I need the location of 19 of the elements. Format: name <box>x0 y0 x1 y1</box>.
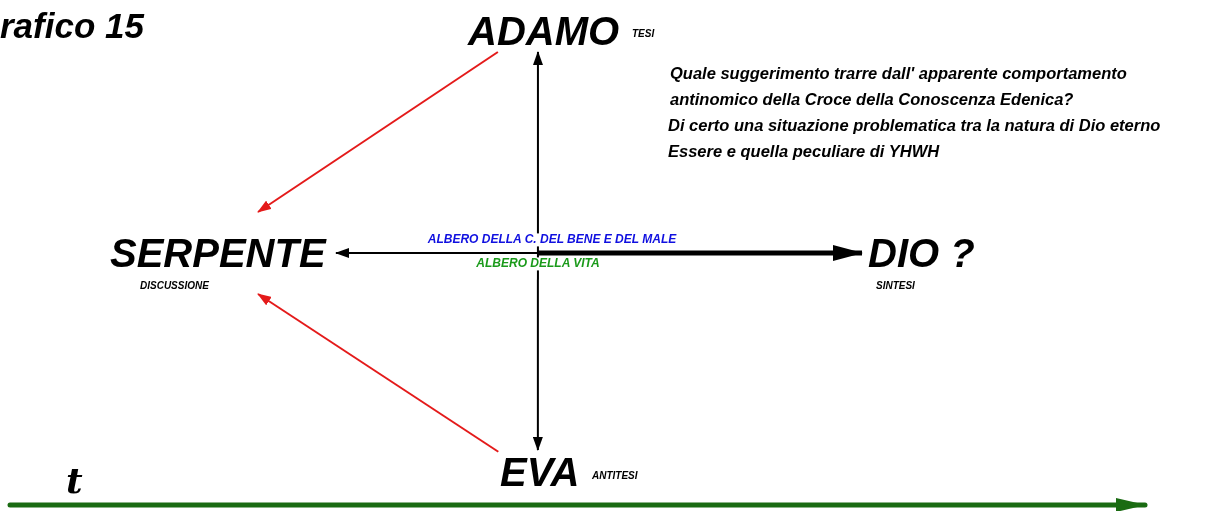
arrow <box>257 293 500 453</box>
edge-label: ALBERO DELLA VITA <box>475 257 601 271</box>
arrow <box>532 51 543 451</box>
node-caption: TESI <box>632 28 655 39</box>
node-caption: ANTITESI <box>592 470 638 481</box>
node-label: ADAMO <box>468 11 620 51</box>
node-label: SERPENTE <box>110 233 326 273</box>
node-caption: SINTESI <box>876 280 915 291</box>
diagram-title: rafico 15 <box>0 6 144 46</box>
note-text: Di certo una situazione problematica tra la natura di Dio eterno Essere e quella peculiare di YHWH <box>668 115 1162 162</box>
node-label: DIO ? <box>868 233 975 273</box>
time-label: t <box>66 460 83 500</box>
node-label: EVA <box>500 452 580 492</box>
arrow <box>335 248 539 258</box>
edge-label: ALBERO DELLA C. DEL BENE E DEL MALE <box>426 233 678 247</box>
question-text: Quale suggerimento trarre dall' apparente comportamento antinomico della Croce della Conoscenza Edenica? <box>670 63 1128 110</box>
node-caption: DISCUSSIONE <box>140 280 209 291</box>
arrow <box>538 245 863 261</box>
arrow <box>257 51 499 213</box>
